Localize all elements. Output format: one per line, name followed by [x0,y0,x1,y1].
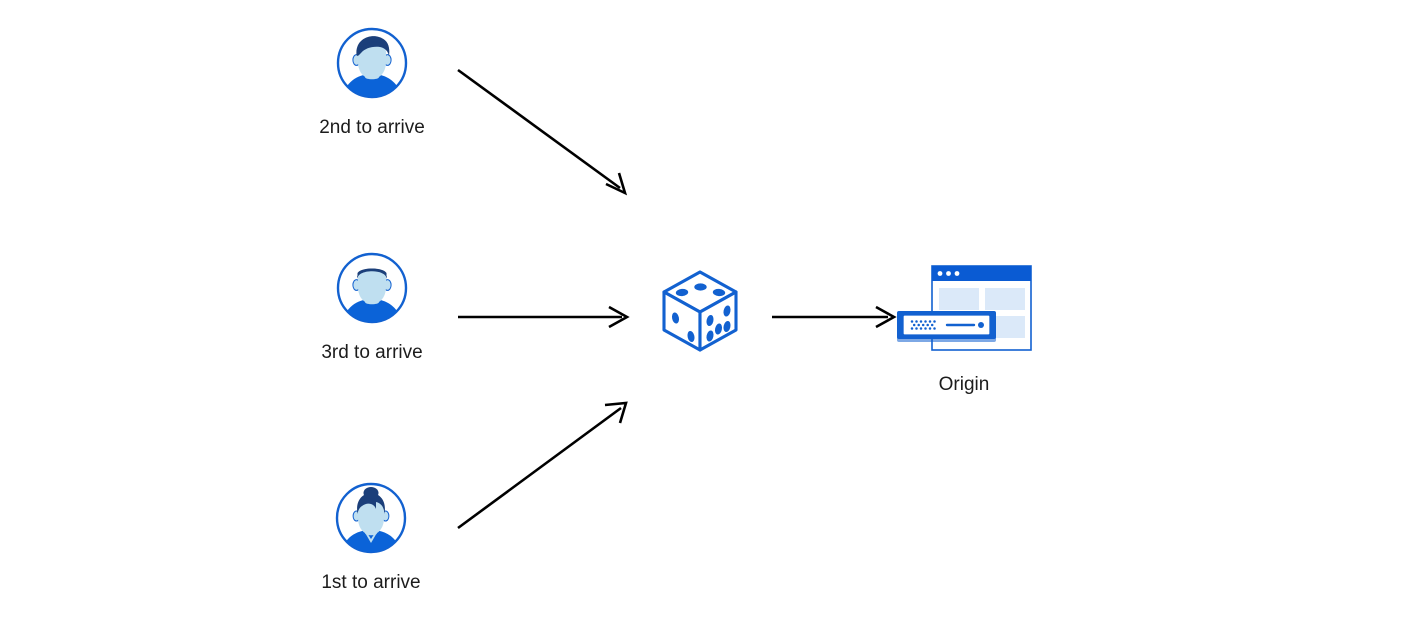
client-node-1st[interactable]: 1st to arrive [285,481,457,595]
origin-label: Origin [938,374,990,395]
user-avatar-icon [335,251,409,325]
client-node-3rd[interactable]: 3rd to arrive [286,251,458,365]
arrow-1st-to-dice [457,401,628,530]
user-avatar-icon [335,26,409,100]
client-label: 3rd to arrive [321,342,423,363]
server-device-icon [897,311,996,342]
arrow-dice-to-origin [772,305,897,329]
origin-node[interactable]: Origin [891,257,1037,397]
client-node-2nd[interactable]: 2nd to arrive [286,26,458,140]
user-avatar-icon [334,481,408,555]
client-label: 1st to arrive [321,572,421,593]
origin-server-icon [891,257,1037,357]
dice-pips-left [671,312,695,343]
dice-icon [654,264,746,356]
client-label: 2nd to arrive [319,117,425,138]
arrow-2nd-to-dice [457,68,628,196]
dice-pips-top [675,283,726,297]
arrow-3rd-to-dice [458,305,630,329]
randomizer-node[interactable] [654,264,746,356]
dice-pips-right [706,305,731,342]
